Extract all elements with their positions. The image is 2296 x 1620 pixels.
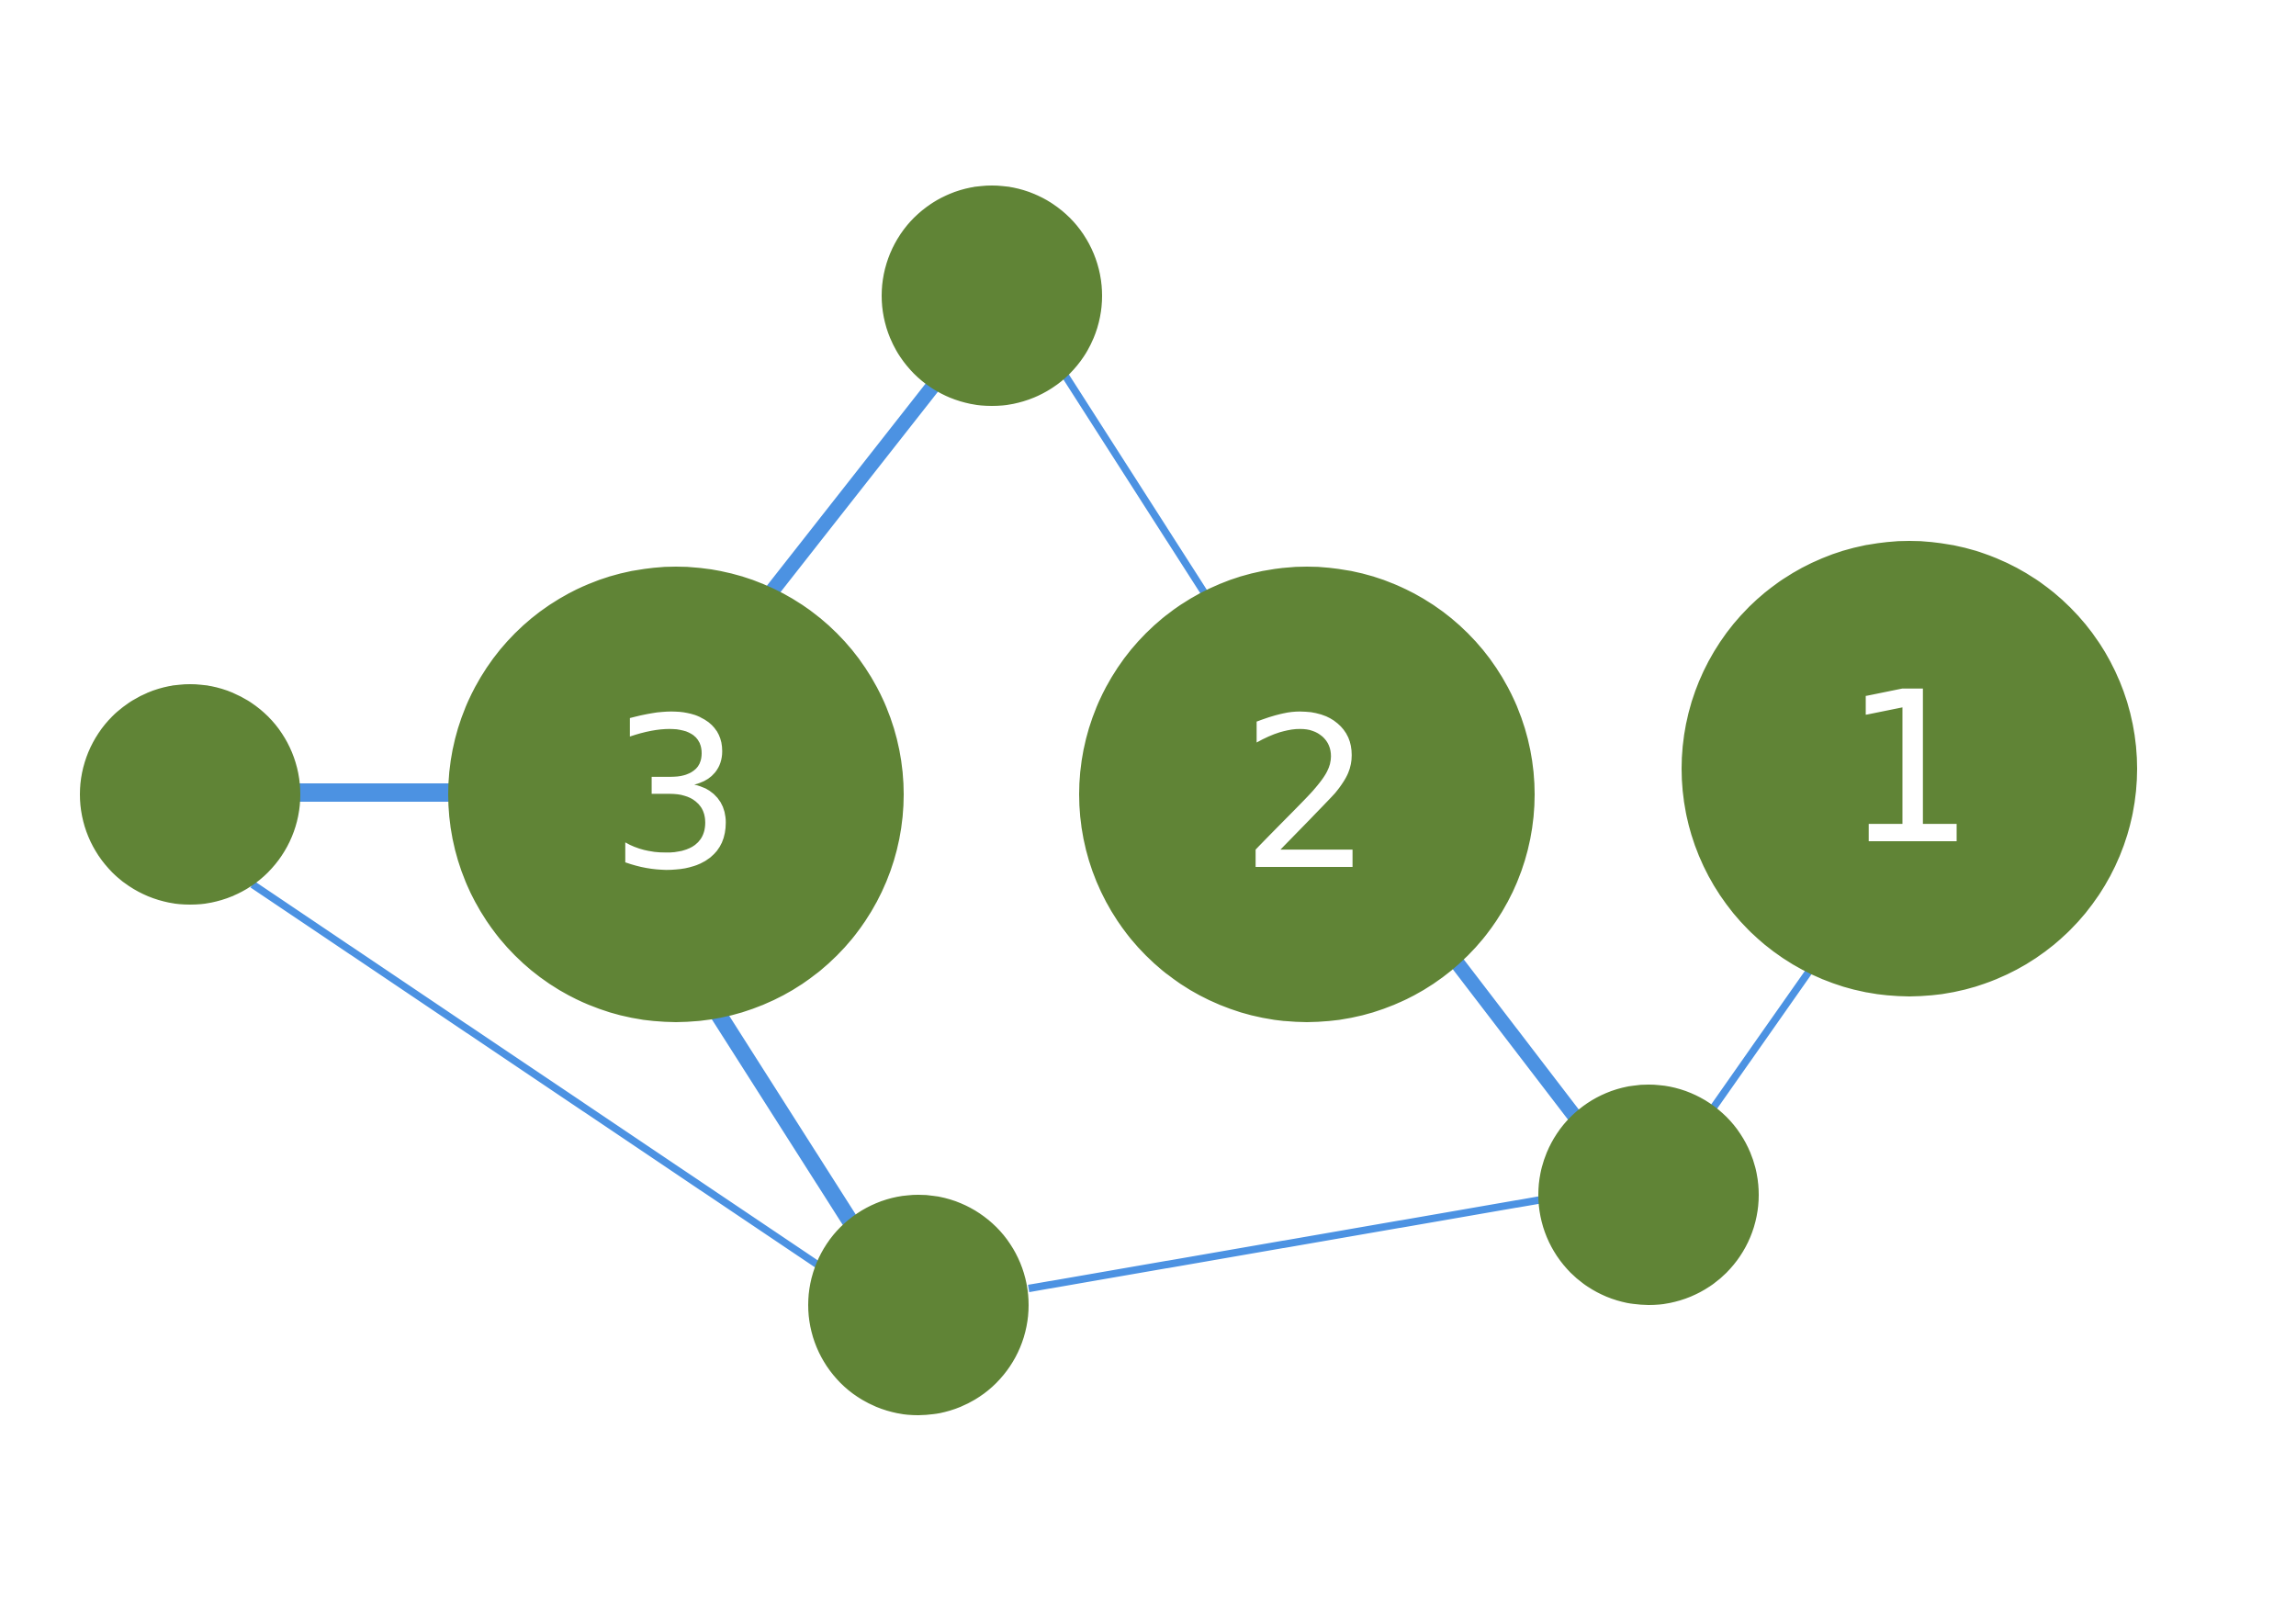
nodes <box>80 186 2137 1415</box>
node-right <box>1538 1085 1759 1305</box>
node-1 <box>1682 541 2137 996</box>
node-left <box>80 684 300 905</box>
node-3 <box>448 567 904 1022</box>
node-1-label: 1 <box>1842 647 1975 891</box>
edge-3-top <box>760 367 951 603</box>
edge-right-1 <box>1709 958 1820 1111</box>
edge-left-bottom <box>250 881 823 1270</box>
edges <box>250 367 1820 1292</box>
edge-top-2 <box>1060 370 1210 598</box>
node-2-label: 2 <box>1240 672 1373 917</box>
node-3-label: 3 <box>609 672 742 917</box>
node-bottom <box>808 1195 1029 1415</box>
edge-bottom-right <box>1028 1196 1544 1292</box>
edge-2-right <box>1448 955 1581 1121</box>
node-2 <box>1079 567 1535 1022</box>
node-labels: 3 2 1 <box>609 647 1975 917</box>
edge-3-bottom <box>711 1009 862 1233</box>
node-top <box>882 186 1102 406</box>
